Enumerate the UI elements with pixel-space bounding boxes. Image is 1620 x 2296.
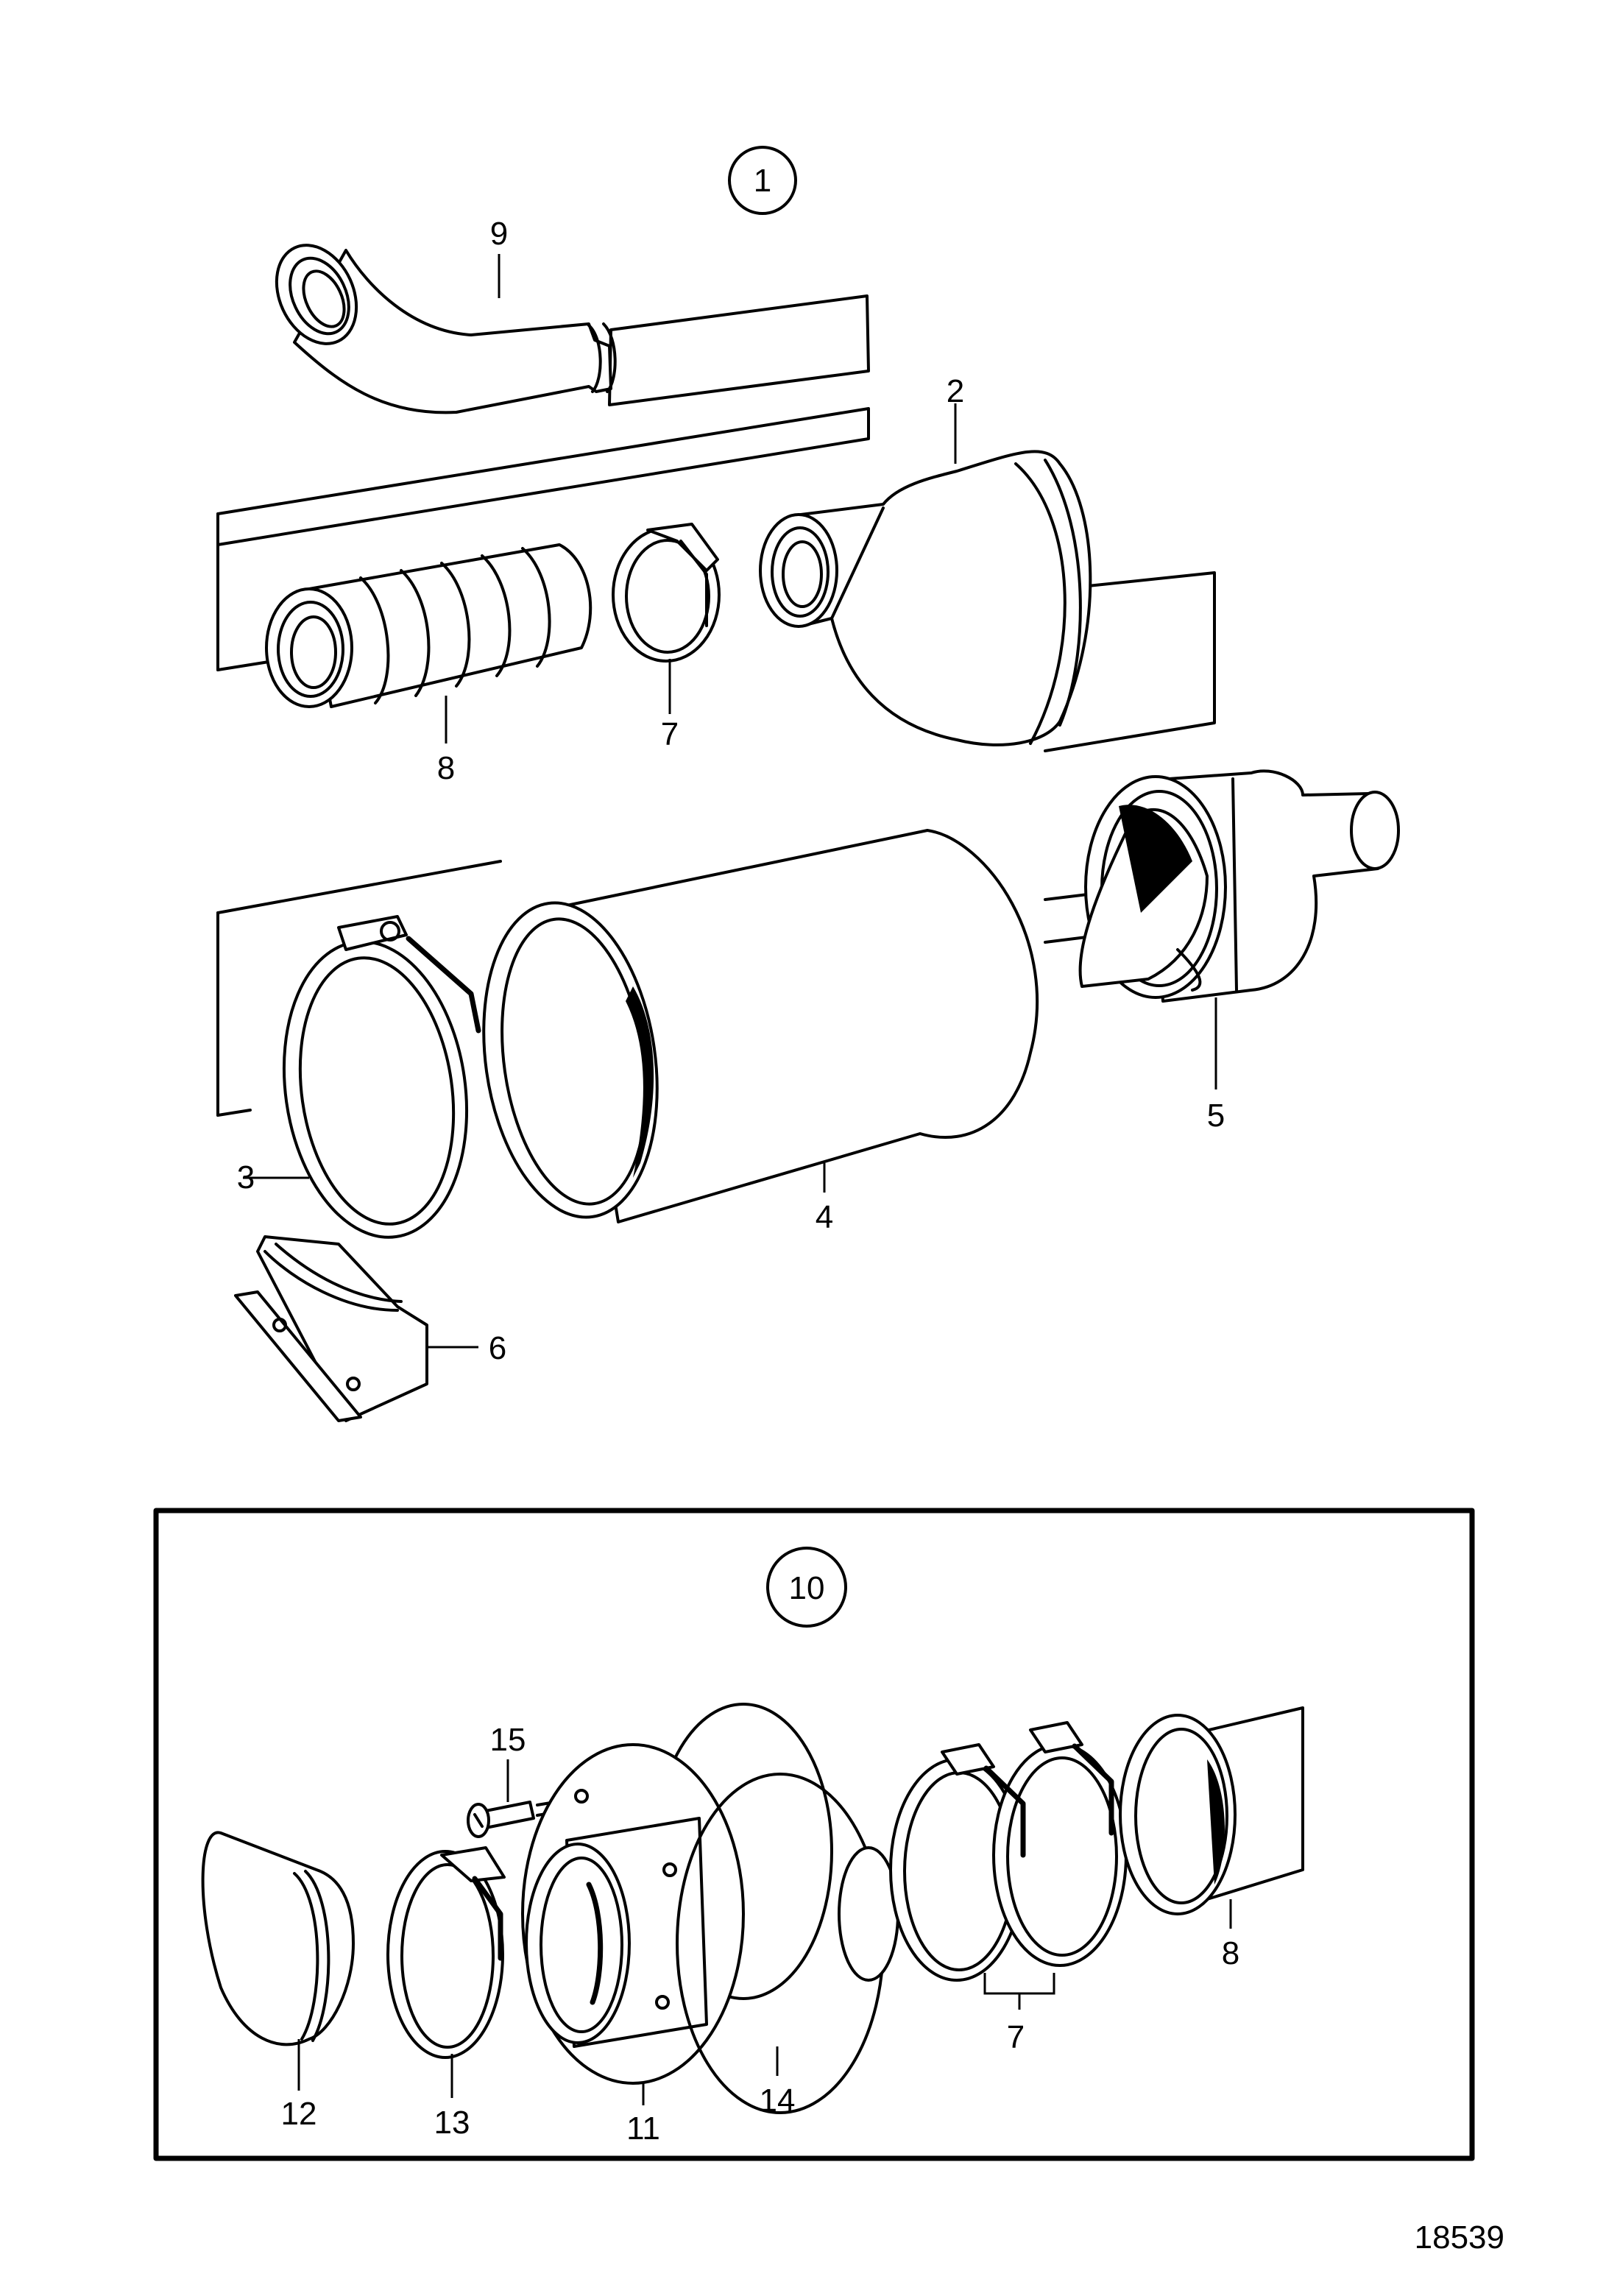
part-9-elbow-hose	[275, 244, 870, 414]
callout-4: 4	[816, 1199, 833, 1235]
assembly-10-label: 10	[789, 1570, 825, 1606]
callout-6: 6	[489, 1330, 506, 1366]
part-14-gasket	[676, 1773, 899, 2114]
callout-13: 13	[434, 2105, 470, 2141]
part-2-end-cap	[759, 450, 1092, 746]
part-8-bellows	[265, 543, 593, 708]
callout-2: 2	[947, 373, 964, 409]
figure-number: 18539	[1415, 2219, 1504, 2256]
part-3-large-clamp	[282, 915, 481, 1239]
part-12-end-cap	[201, 1831, 355, 2046]
assembly-1-marker: 1	[728, 146, 797, 215]
callout-12: 12	[281, 2096, 317, 2132]
part-7-hose-clamps-lower	[889, 1721, 1128, 1982]
part-11-through-hull-flange	[521, 1703, 833, 2085]
callout-5: 5	[1207, 1098, 1225, 1134]
callout-8-lower: 8	[1222, 1935, 1239, 1971]
assembly-10-frame	[153, 1508, 1475, 2161]
part-8-exhaust-hose	[1119, 1706, 1304, 1915]
callout-3: 3	[237, 1159, 255, 1195]
part-4-muffler-tube	[482, 829, 1039, 1223]
part-5-outlet-deflector	[1078, 769, 1400, 1003]
callout-7-upper: 7	[661, 716, 679, 752]
part-6-saddle-bracket	[234, 1235, 428, 1422]
callout-15: 15	[490, 1722, 526, 1758]
part-7-hose-clamp-upper	[612, 523, 721, 663]
callout-8-upper: 8	[437, 750, 455, 786]
assembly-10-marker: 10	[766, 1547, 847, 1628]
callout-9: 9	[490, 216, 508, 252]
assembly-1-label: 1	[754, 163, 771, 199]
part-13-hose-clamp	[386, 1846, 506, 2059]
callout-7-lower: 7	[1007, 2019, 1025, 2055]
assembly-plane-upper	[216, 407, 870, 546]
callout-11: 11	[626, 2110, 660, 2147]
callout-14: 14	[760, 2083, 796, 2119]
